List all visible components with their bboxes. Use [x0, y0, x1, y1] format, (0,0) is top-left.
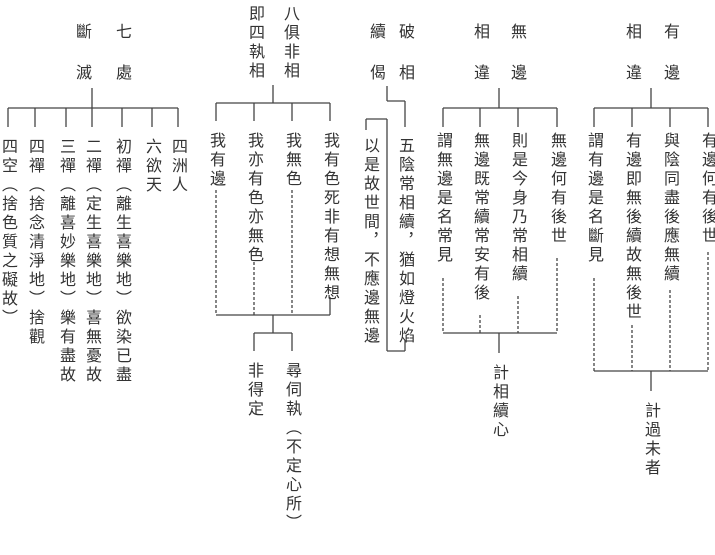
group5-header-left: 相違	[623, 23, 642, 105]
group4-item: 則是今身乃常相續	[509, 132, 528, 284]
group1-item: 初禪（離生喜樂地）欲染已盡	[113, 138, 132, 385]
group2-result: 尋伺執（不定心所）	[283, 362, 302, 533]
group5-item: 與陰同盡後應無續	[661, 132, 680, 284]
group4-header-left: 相違	[471, 23, 490, 105]
group2-header-right: 八俱非相	[281, 5, 300, 81]
group4-item: 無邊何有後世	[548, 132, 567, 246]
group2-result: 非得定	[245, 362, 264, 419]
group1-item: 二禪（定生喜樂地）喜無憂故	[83, 138, 102, 385]
group3-verse-line: 五陰常相續，猶如燈火焰	[396, 137, 415, 346]
group1-item: 四洲人	[169, 138, 188, 195]
group1-header-right: 七處	[113, 23, 132, 105]
group1-lines	[7, 88, 179, 127]
group4-item: 謂無邊是名常見	[434, 132, 453, 265]
group1-header-left: 斷滅	[73, 23, 92, 105]
group5-item: 有邊即無後續故無後世	[623, 132, 642, 322]
group5-item: 謂有邊是名斷見	[585, 132, 604, 265]
group2-item: 我有邊	[207, 132, 226, 189]
group1-item: 四空（捨色質之礙故）	[0, 138, 18, 328]
group4-result: 計相續心	[490, 364, 509, 440]
group2-header-left: 即四執相	[246, 5, 265, 81]
group1-item: 三禪（離喜妙樂地）樂有盡故	[57, 138, 76, 385]
group3-header-right: 破相	[396, 23, 415, 105]
group5-item: 有邊何有後世	[699, 132, 715, 246]
group1-item: 六欲天	[143, 138, 162, 195]
group3-verse-line: 以是故世間，不應邊無邊	[361, 137, 380, 346]
group2-item: 我亦有色亦無色	[245, 132, 264, 265]
group4-lines	[442, 88, 558, 353]
group3-header-left: 續偈	[367, 23, 386, 105]
group4-header-right: 無邊	[508, 23, 527, 105]
group3-lines	[365, 86, 406, 352]
group2-item: 我有色死非有想無想	[321, 132, 340, 303]
group4-item: 無邊既常續常安有後	[471, 132, 490, 303]
group5-result: 計過未者	[642, 402, 661, 478]
group5-lines	[593, 88, 709, 391]
group5-header-right: 有邊	[661, 23, 680, 105]
group2-item: 我無色	[283, 132, 302, 189]
group2-lines	[215, 85, 331, 351]
group1-item: 四禪（捨念清淨地）捨觀	[26, 138, 45, 347]
